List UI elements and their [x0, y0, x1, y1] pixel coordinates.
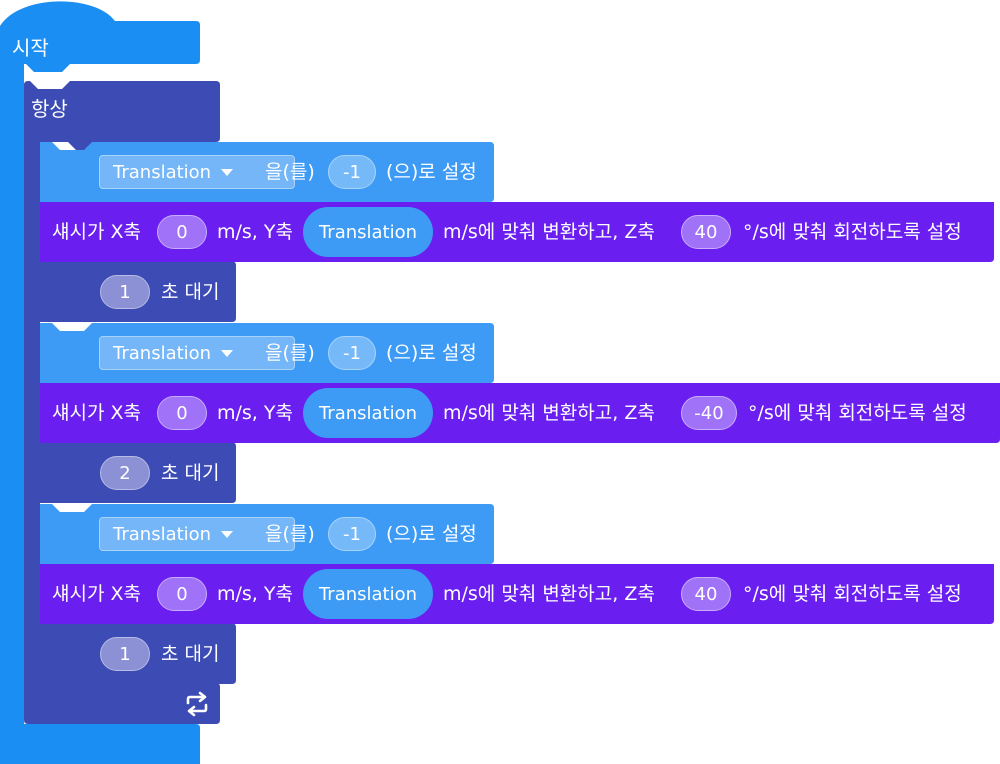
set-variable-block[interactable]: Translation 을(를) -1 (으)로 설정: [40, 323, 496, 383]
variable-dropdown[interactable]: Translation: [99, 336, 295, 370]
variable-dropdown[interactable]: Translation: [99, 517, 295, 551]
move-prefix: 섀시가 X축: [52, 221, 141, 243]
variable-dropdown-label: Translation: [113, 161, 212, 183]
x-speed-input[interactable]: 0: [157, 396, 207, 430]
move-block[interactable]: 섀시가 X축 0 m/s, Y축 Translation m/s에 맞춰 변환하…: [40, 383, 1000, 443]
set-value-input[interactable]: -1: [328, 517, 376, 551]
caret-down-icon: [221, 349, 234, 357]
set-variable-suffix2: (으)로 설정: [386, 161, 477, 183]
move-mid2: m/s에 맞춰 변환하고, Z축: [443, 583, 655, 605]
repeat-arrows-icon: [186, 691, 208, 717]
set-variable-suffix1: 을(를): [265, 523, 315, 545]
move-prefix: 섀시가 X축: [52, 402, 141, 424]
move-block-shape: [40, 383, 1000, 443]
move-block[interactable]: 섀시가 X축 0 m/s, Y축 Translation m/s에 맞춰 변환하…: [40, 202, 994, 262]
wait-suffix: 초 대기: [161, 281, 220, 303]
x-speed-input[interactable]: 0: [157, 577, 207, 611]
set-value-input[interactable]: -1: [328, 155, 376, 189]
move-mid2: m/s에 맞춰 변환하고, Z축: [443, 221, 655, 243]
variable-dropdown-label: Translation: [113, 523, 212, 545]
wait-block[interactable]: 1 초 대기: [40, 624, 238, 684]
wait-block[interactable]: 2 초 대기: [40, 443, 238, 503]
y-speed-variable[interactable]: Translation: [303, 207, 433, 257]
move-block-shape: [40, 564, 994, 624]
move-block[interactable]: 섀시가 X축 0 m/s, Y축 Translation m/s에 맞춰 변환하…: [40, 564, 994, 624]
move-prefix: 섀시가 X축: [52, 583, 141, 605]
set-variable-suffix1: 을(를): [265, 342, 315, 364]
forever-block[interactable]: 항상: [0, 0, 222, 730]
move-mid2: m/s에 맞춰 변환하고, Z축: [443, 402, 655, 424]
variable-dropdown[interactable]: Translation: [99, 155, 295, 189]
set-variable-suffix2: (으)로 설정: [386, 523, 477, 545]
x-speed-input[interactable]: 0: [157, 215, 207, 249]
forever-block-label: 항상: [31, 97, 68, 121]
z-speed-input[interactable]: 40: [681, 577, 731, 611]
wait-seconds-input[interactable]: 2: [100, 456, 150, 490]
wait-block[interactable]: 1 초 대기: [40, 262, 238, 322]
move-block-shape: [40, 202, 994, 262]
wait-suffix: 초 대기: [161, 643, 220, 665]
caret-down-icon: [221, 168, 234, 176]
start-block[interactable]: 시작: [0, 0, 202, 764]
wait-seconds-input[interactable]: 1: [100, 275, 150, 309]
z-speed-input[interactable]: -40: [681, 396, 737, 430]
z-speed-input[interactable]: 40: [681, 215, 731, 249]
set-variable-suffix2: (으)로 설정: [386, 342, 477, 364]
y-speed-variable[interactable]: Translation: [303, 569, 433, 619]
move-suffix: °/s에 맞춰 회전하도록 설정: [743, 583, 962, 605]
set-variable-block[interactable]: Translation 을(를) -1 (으)로 설정: [40, 142, 496, 202]
variable-dropdown-label: Translation: [113, 342, 212, 364]
move-mid1: m/s, Y축: [217, 402, 293, 424]
move-suffix: °/s에 맞춰 회전하도록 설정: [748, 402, 967, 424]
move-mid1: m/s, Y축: [217, 583, 293, 605]
set-variable-block[interactable]: Translation 을(를) -1 (으)로 설정: [40, 504, 496, 564]
move-mid1: m/s, Y축: [217, 221, 293, 243]
set-value-input[interactable]: -1: [328, 336, 376, 370]
wait-suffix: 초 대기: [161, 462, 220, 484]
caret-down-icon: [221, 530, 234, 538]
y-speed-variable[interactable]: Translation: [303, 388, 433, 438]
start-block-shape: [0, 1, 200, 764]
wait-seconds-input[interactable]: 1: [100, 637, 150, 671]
move-suffix: °/s에 맞춰 회전하도록 설정: [743, 221, 962, 243]
set-variable-suffix1: 을(를): [265, 161, 315, 183]
start-block-label: 시작: [12, 36, 49, 60]
